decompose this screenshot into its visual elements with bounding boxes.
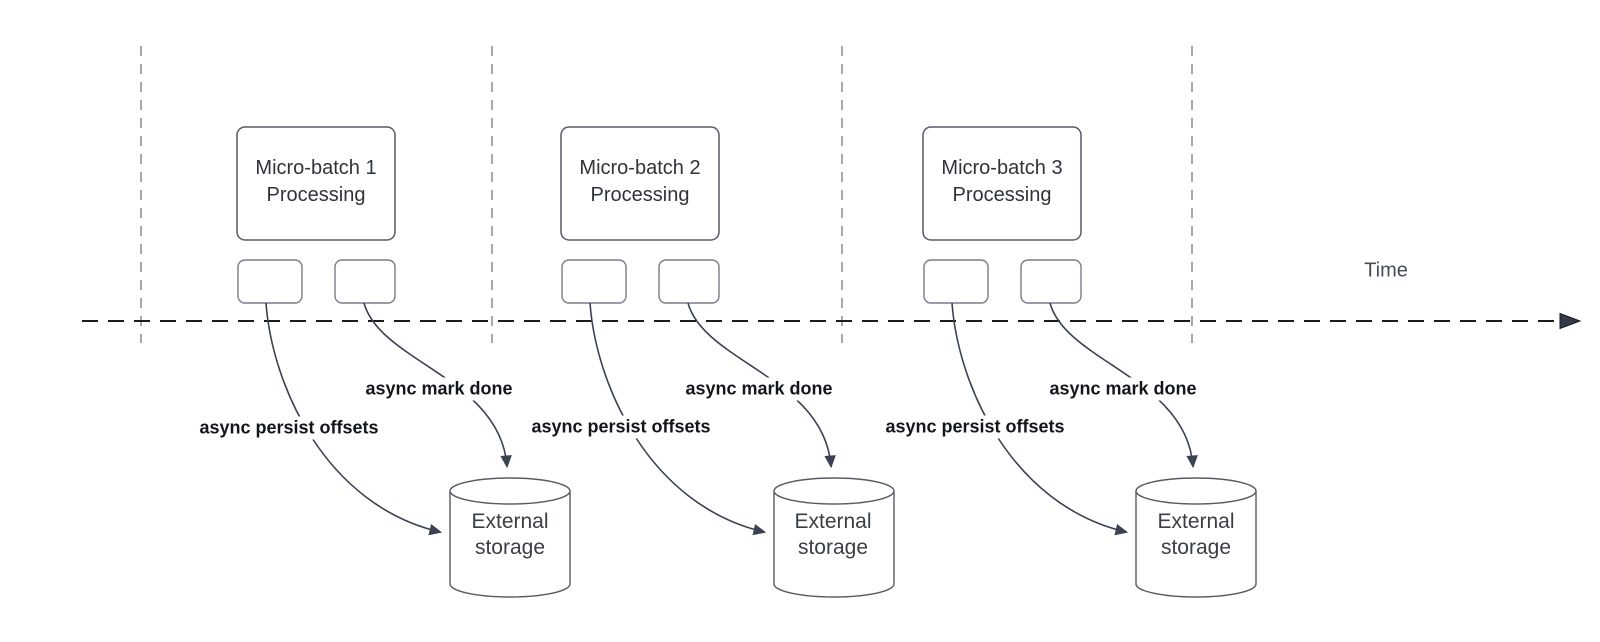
- microbatch-group-2-shapes: [560, 126, 895, 598]
- offset-commit-rect: [561, 259, 627, 304]
- time-axis-arrowhead: [1559, 312, 1582, 330]
- microbatch-box-label-line1: Micro-batch 3: [941, 157, 1063, 179]
- external-storage-label-line1: External: [1157, 510, 1235, 533]
- time-axis-label: Time: [1364, 259, 1408, 282]
- external-storage-label: External storage: [471, 509, 548, 561]
- mark-done-arrow: [363, 302, 512, 469]
- microbatch-box-label-line1: Micro-batch 1: [255, 157, 377, 179]
- mark-done-edge-label: async mark done: [681, 377, 837, 401]
- storage-cylinder-body: [449, 491, 571, 598]
- storage-cylinder-body: [1135, 491, 1257, 598]
- microbatch-box: [922, 126, 1082, 241]
- external-storage-label-line1: External: [471, 510, 549, 533]
- external-storage-label-line2: storage: [797, 536, 869, 559]
- external-storage-label: External storage: [794, 509, 871, 561]
- mark-done-edge-label: async mark done: [1045, 377, 1201, 401]
- microbatch-box-label: Micro-batch 1 Processing: [255, 155, 376, 209]
- microbatch-box-label-line2: Processing: [590, 184, 690, 206]
- storage-cylinder-body: [773, 491, 895, 598]
- microbatch-box-label-line1: Micro-batch 2: [579, 157, 701, 179]
- mark-done-arrow: [687, 302, 836, 469]
- storage-cylinder-top: [773, 477, 895, 505]
- storage-cylinder-top: [1135, 477, 1257, 505]
- microbatch-box-label-line2: Processing: [952, 184, 1052, 206]
- microbatch-group-3-shapes: [922, 126, 1257, 598]
- microbatch-box: [560, 126, 720, 241]
- external-storage-label: External storage: [1157, 509, 1234, 561]
- offset-commit-rect: [923, 259, 989, 304]
- external-storage-label-line1: External: [794, 510, 872, 533]
- mark-done-edge-label: async mark done: [361, 377, 517, 401]
- offset-commit-rect: [237, 259, 303, 304]
- external-storage-label-line2: storage: [1160, 536, 1232, 559]
- external-storage-label-line2: storage: [474, 536, 546, 559]
- mark-done-arrow: [1049, 302, 1198, 469]
- persist-offsets-edge-label: async persist offsets: [881, 415, 1069, 439]
- mark-done-rect: [658, 259, 720, 304]
- storage-cylinder-top: [449, 477, 571, 505]
- mark-done-rect: [334, 259, 396, 304]
- microbatch-box-label: Micro-batch 3 Processing: [941, 155, 1062, 209]
- microbatch-box-label: Micro-batch 2 Processing: [579, 155, 700, 209]
- microbatch-box: [236, 126, 396, 241]
- microbatch-box-label-line2: Processing: [266, 184, 366, 206]
- persist-offsets-edge-label: async persist offsets: [527, 415, 715, 439]
- mark-done-rect: [1020, 259, 1082, 304]
- persist-offsets-edge-label: async persist offsets: [195, 416, 383, 440]
